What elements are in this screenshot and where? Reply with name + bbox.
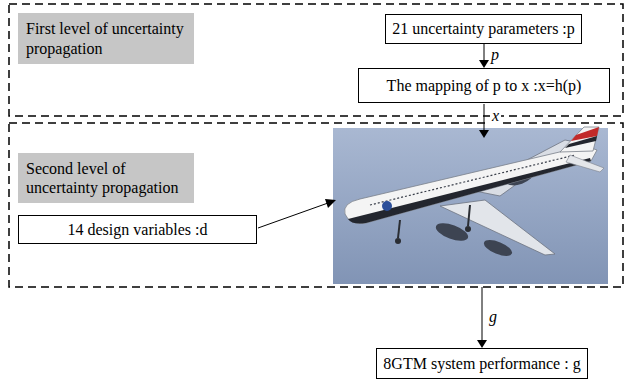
- process-box: 14 design variables :d: [18, 215, 257, 244]
- level-heading: Second level of uncertainty propagation: [18, 153, 194, 203]
- process-box: The mapping of p to x :x=h(p): [358, 68, 610, 103]
- dashed-outline: [8, 122, 624, 288]
- d-arrow-head: [325, 199, 336, 208]
- arrow-label: x: [490, 108, 501, 124]
- node-text: The mapping of p to x :x=h(p): [387, 76, 582, 95]
- node-text: 8GTM system performance : g: [383, 354, 580, 373]
- edge-label: g: [487, 309, 499, 325]
- node-text: 14 design variables :d: [68, 220, 208, 239]
- node-text: First level of uncertainty propagation: [26, 19, 186, 57]
- process-box: 8GTM system performance : g: [376, 348, 588, 379]
- dashed-region: First level of uncertainty propagation 21…: [8, 3, 624, 117]
- arrow-connector: [477, 287, 487, 348]
- edge-label: p: [489, 47, 501, 63]
- process-box: 21 uncertainty parameters :p: [385, 14, 582, 44]
- node-text: 21 uncertainty parameters :p: [392, 19, 575, 38]
- node-text: Second level of uncertainty propagation: [26, 159, 186, 197]
- x-arrow-head: [479, 130, 489, 138]
- level-heading: First level of uncertainty propagation: [18, 13, 194, 64]
- arrow-connector: [479, 44, 489, 68]
- dashed-region: Second level of uncertainty propagation 1…: [8, 122, 624, 288]
- d-arrow-line: [258, 203, 328, 228]
- x-arrow-line: [484, 104, 485, 131]
